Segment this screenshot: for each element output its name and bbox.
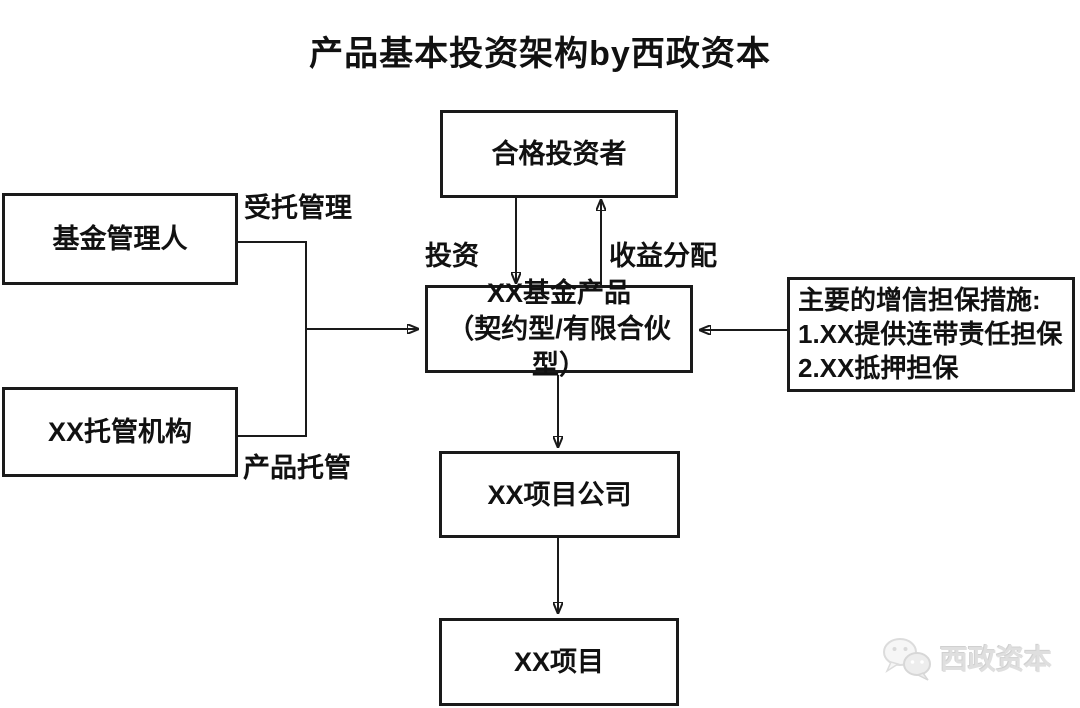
node-project: XX项目 <box>439 618 679 706</box>
node-fund-product: XX基金产品 （契约型/有限合伙型） <box>425 278 693 380</box>
edge-label-entrusted-management: 受托管理 <box>244 193 352 223</box>
wechat-icon <box>883 638 931 681</box>
node-label: XX托管机构 <box>47 417 193 447</box>
node-label-line1: XX基金产品 <box>486 278 632 308</box>
node-guarantee-measures: 主要的增信担保措施: 1.XX提供连带责任担保 2.XX抵押担保 <box>787 277 1075 392</box>
edge-label-product-custody: 产品托管 <box>243 453 351 483</box>
node-label: XX项目 <box>513 647 605 677</box>
node-label-line2: （契约型/有限合伙型） <box>447 314 671 380</box>
bracket-manager-custodian <box>238 241 307 437</box>
watermark-brand-text: 西政资本 <box>940 644 1053 675</box>
edge-label-income-distribution: 收益分配 <box>609 241 717 271</box>
node-label: 合格投资者 <box>491 139 627 169</box>
node-qualified-investors: 合格投资者 <box>440 110 678 198</box>
node-custodian: XX托管机构 <box>2 387 238 477</box>
node-project-company: XX项目公司 <box>439 451 680 538</box>
guarantee-item-2: 2.XX抵押担保 <box>798 353 959 383</box>
page-title: 产品基本投资架构by西政资本 <box>309 35 771 73</box>
node-label: XX项目公司 <box>487 479 632 510</box>
guarantee-item-1: 1.XX提供连带责任担保 <box>798 319 1063 349</box>
node-label: 基金管理人 <box>52 224 188 254</box>
edge-label-investment: 投资 <box>425 241 479 271</box>
guarantee-heading: 主要的增信担保措施: <box>798 285 1041 315</box>
brand-watermark: 西政资本 <box>880 634 1052 682</box>
node-fund-manager: 基金管理人 <box>2 193 238 285</box>
